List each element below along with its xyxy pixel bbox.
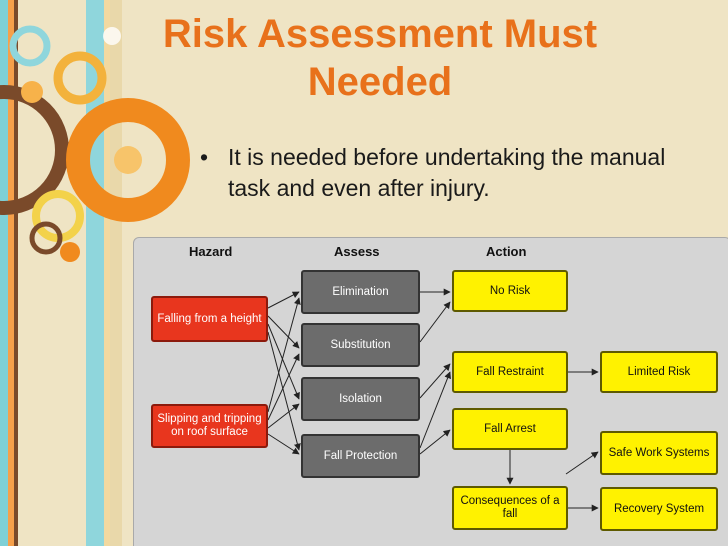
arrow-hazard1-isolation <box>267 323 300 400</box>
hazard-slipping-tripping: Slipping and tripping on roof surface <box>151 404 268 448</box>
assess-elimination: Elimination <box>301 270 420 314</box>
bullet-icon: • <box>200 144 209 170</box>
diagram-arrows <box>267 288 599 512</box>
arrow-fallprotection-fallrestraint <box>419 371 451 449</box>
bullet-point: • It is needed before undertaking the ma… <box>200 142 700 204</box>
action-fall-arrest: Fall Arrest <box>452 408 568 450</box>
slide-title-line-1: Risk Assessment Must <box>162 12 598 56</box>
arrow-hazard2-fallprotection <box>267 433 300 455</box>
assess-substitution: Substitution <box>301 323 420 367</box>
bullet-text: It is needed before undertaking the manu… <box>228 144 666 201</box>
action-column-header: Action <box>486 244 527 259</box>
slide-title-line-2: Needed <box>307 60 453 104</box>
arrow-fallprotection-fallarrest <box>419 429 451 455</box>
arrow-hazard2-elimination <box>267 297 301 413</box>
assess-fall-protection: Fall Protection <box>301 434 420 478</box>
risk-flow-diagram: Hazard Assess Action Falling from a heig… <box>133 237 728 546</box>
arrow-hazard1-substitution <box>267 315 300 349</box>
assess-column-header: Assess <box>334 244 380 259</box>
arrow-hazard2-isolation <box>267 403 300 429</box>
arrow-hazard1-fallprotection <box>267 331 301 451</box>
outcome-limited-risk: Limited Risk <box>600 351 718 393</box>
action-no-risk: No Risk <box>452 270 568 312</box>
slide-title: Risk Assessment Must Needed <box>110 10 650 106</box>
hazard-falling-from-height: Falling from a height <box>151 296 268 342</box>
outcome-safe-work-systems: Safe Work Systems <box>600 431 718 475</box>
arrow-hazard2-substitution <box>267 353 300 421</box>
arrow-isolation-fallrestraint <box>419 363 451 399</box>
arrow-fallarrest-safework <box>565 451 599 475</box>
assess-isolation: Isolation <box>301 377 420 421</box>
hazard-column-header: Hazard <box>189 244 233 259</box>
action-fall-restraint: Fall Restraint <box>452 351 568 393</box>
action-consequences-of-fall: Consequences of a fall <box>452 486 568 530</box>
outcome-recovery-system: Recovery System <box>600 487 718 531</box>
arrow-substitution-norisk <box>419 301 451 343</box>
arrow-hazard1-elimination <box>267 291 300 309</box>
